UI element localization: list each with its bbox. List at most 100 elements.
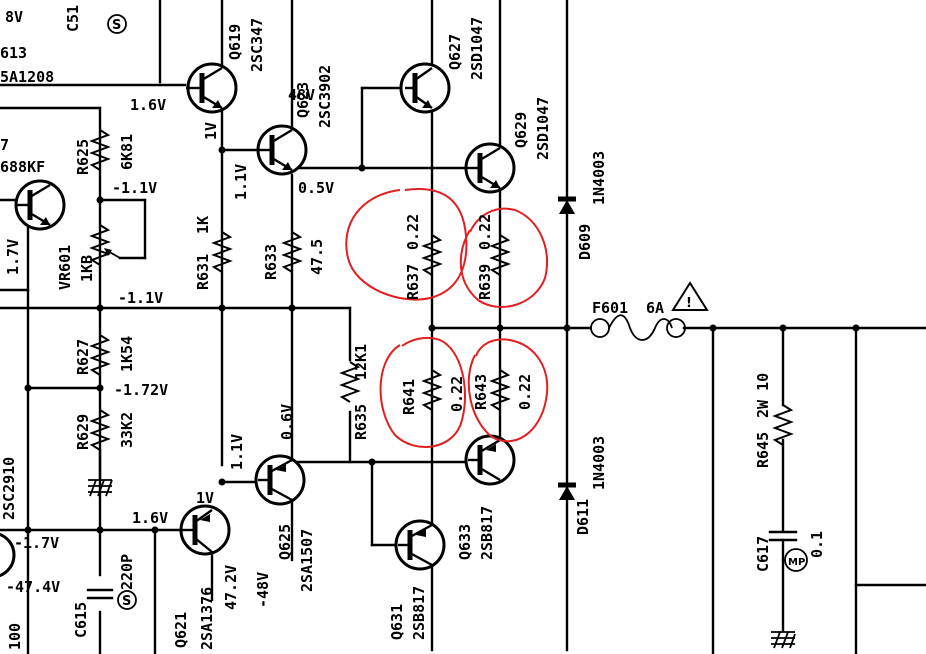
resistor-r643 — [489, 369, 511, 411]
label-r639: R639 — [476, 264, 494, 300]
label-r637-val: 0.22 — [404, 214, 422, 250]
capacitor-c615 — [86, 588, 114, 600]
label-q623-part: 2SC3902 — [316, 65, 334, 128]
label-r645-val: 2W 10 — [754, 373, 772, 418]
label-r643: R643 — [472, 374, 490, 410]
label-r641-val: 0.22 — [448, 376, 466, 412]
label-c615-val: 220P — [118, 554, 136, 590]
label-c617: C617 — [754, 536, 772, 572]
label-neg1-1v-mid: -1.1V — [118, 289, 163, 307]
label-r639-val: 0.22 — [476, 214, 494, 250]
label-1-1v-a: 1.1V — [232, 164, 250, 200]
label-r635: R635 — [352, 404, 370, 440]
label-vr601: VR601 — [56, 245, 74, 290]
label-1-6v-bot: 1.6V — [132, 509, 168, 527]
transistor-q625 — [254, 454, 306, 506]
diode-d609 — [558, 196, 576, 214]
ground-c617 — [771, 631, 796, 649]
label-q625: Q625 — [276, 524, 294, 560]
label-0-5v: 0.5V — [298, 179, 334, 197]
label-c51: C51 — [64, 5, 82, 32]
transistor-q627 — [399, 62, 451, 114]
label-q-left-part: 2SC2910 — [0, 457, 18, 520]
resistor-r631 — [211, 231, 233, 273]
label-neg48v: -48V — [254, 572, 272, 608]
label-r631: R631 — [194, 254, 212, 290]
label-0-6v: 0.6V — [278, 404, 296, 440]
label-vr601-val: 1KB — [78, 255, 96, 282]
transistors — [0, 62, 516, 578]
ground-symbols — [88, 448, 796, 649]
mp-mark: MP — [788, 557, 805, 568]
resistor-r637 — [421, 234, 443, 276]
label-d611: D611 — [574, 499, 592, 535]
label-q629: Q629 — [512, 112, 530, 148]
label-neg1-72v: -1.72V — [114, 381, 168, 399]
safety-mark-top: S — [112, 18, 121, 33]
capacitor-c617 — [768, 530, 798, 562]
label-c617-val: 0.1 — [808, 531, 826, 558]
label-q619-part: 2SC347 — [248, 18, 266, 72]
red-circle-r643 — [467, 338, 549, 443]
label-q631-part: 2SB817 — [410, 586, 428, 640]
label-613: 613 — [0, 44, 27, 62]
label-q621: Q621 — [172, 612, 190, 648]
label-f601: F601 — [592, 299, 628, 317]
red-circle-r641 — [379, 336, 466, 448]
label-q627: Q627 — [446, 34, 464, 70]
label-47-2v: 47.2V — [222, 565, 240, 610]
label-r635-val: 12K1 — [352, 344, 370, 380]
label-r627-val: 1K54 — [118, 336, 136, 372]
label-q617-frag: 7 — [0, 136, 9, 154]
labels: 8V 613 5A1208 C51 1.6V Q619 2SC347 48V Q… — [0, 5, 826, 650]
label-8v: 8V — [5, 8, 23, 26]
label-d609-part: 1N4003 — [590, 151, 608, 205]
resistors — [89, 129, 794, 451]
label-r631-val: 1K — [194, 216, 212, 234]
ground-r629 — [88, 448, 113, 497]
resistor-r633 — [281, 231, 303, 273]
safety-mark-c615: S — [122, 594, 131, 609]
label-r645: R645 — [754, 432, 772, 468]
label-1-1v-b: 1.1V — [228, 434, 246, 470]
transistor-q631 — [394, 519, 446, 571]
label-1-7v: 1.7V — [4, 239, 22, 275]
label-r629-val: 33K2 — [118, 412, 136, 448]
label-r629: R629 — [74, 414, 92, 450]
red-annotations — [345, 188, 549, 448]
label-q631: Q631 — [388, 604, 406, 640]
diodes — [558, 196, 576, 500]
transistor-left-partial — [0, 532, 16, 578]
resistor-r629 — [89, 409, 111, 451]
label-r625-val: 6K81 — [118, 134, 136, 170]
label-r641: R641 — [400, 379, 418, 415]
transistor-q623 — [256, 124, 308, 176]
diode-d611 — [558, 482, 576, 500]
resistor-r639 — [489, 234, 511, 276]
label-r633-val: 47.5 — [308, 239, 326, 275]
label-d609: D609 — [576, 224, 594, 260]
label-neg1-7v: -1.7V — [14, 534, 59, 552]
resistor-r641 — [421, 369, 443, 411]
warning-mark: ! — [686, 296, 692, 311]
label-q633-part: 2SB817 — [478, 506, 496, 560]
label-neg1-1v-top: -1.1V — [112, 179, 157, 197]
transistor-q621 — [179, 504, 231, 556]
transistor-q629 — [464, 142, 516, 194]
label-r643-val: 0.22 — [516, 374, 534, 410]
label-r637: R637 — [404, 264, 422, 300]
red-circle-r639 — [459, 207, 548, 308]
resistor-r625 — [89, 129, 111, 171]
red-circle-r637 — [345, 188, 468, 301]
label-q627-part: 2SD1047 — [468, 17, 486, 80]
label-q619: Q619 — [226, 24, 244, 60]
label-a1208: 5A1208 — [0, 68, 54, 86]
resistor-r635 — [339, 361, 361, 403]
transistor-q617 — [14, 179, 66, 231]
transistor-q633 — [464, 434, 516, 486]
label-q623: Q623 — [294, 82, 312, 118]
label-1v-bot: 1V — [196, 489, 214, 507]
label-q633: Q633 — [456, 524, 474, 560]
resistor-r645 — [772, 404, 794, 446]
